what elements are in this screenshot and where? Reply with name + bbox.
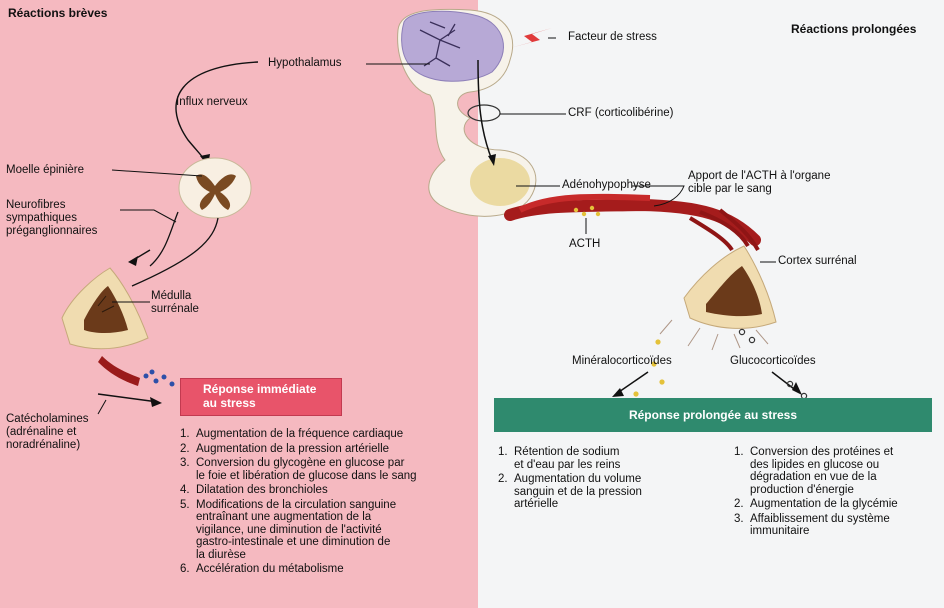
nerve-impulse-path [176,62,258,162]
label-spinal-cord: Moelle épinière [6,164,84,177]
prolonged-response-title: Réponse prolongée au stress [494,398,932,432]
catecholamine-dots [144,370,175,387]
mineralocorticoid-dots [633,339,664,396]
header-long-term: Réactions prolongées [791,22,916,36]
list-item: 2.Augmentation du volume sanguin et de l… [498,473,708,511]
list-item: 5.Modifications de la circulation sangui… [180,499,475,562]
immediate-response-title: Réponse immédiate au stress [181,379,341,410]
header-short-term: Réactions brèves [8,6,107,20]
label-acth: ACTH [569,238,600,251]
hypothalamus-nuclei [402,11,504,81]
medulla-vein [98,356,140,386]
list-item: 3.Affaiblissement du système immunitaire [734,513,940,538]
list-item: 1.Conversion des protéines et des lipide… [734,446,940,496]
label-catecholamines: Catécholamines (adrénaline et noradrénal… [6,413,88,452]
label-adenohypophysis: Adénohypophyse [562,179,651,192]
label-adrenal-medulla: Médulla surrénale [151,290,199,316]
list-item: 2.Augmentation de la pression artérielle [180,443,475,456]
list-item: 6.Accélération du métabolisme [180,563,475,576]
prolonged-response-box: Réponse prolongée au stress [494,398,932,432]
immediate-response-box: Réponse immédiate au stress [180,378,342,416]
list-item: 1.Augmentation de la fréquence cardiaque [180,428,475,441]
label-sympathetic-fibers: Neurofibres sympathiques préganglionnair… [6,199,97,238]
label-crf: CRF (corticolibérine) [568,107,673,120]
list-item: 1.Rétention de sodium et d'eau par les r… [498,446,708,471]
label-glucocorticoids: Glucocorticoïdes [730,355,816,368]
label-adrenal-cortex: Cortex surrénal [778,255,857,268]
adenohypophysis-gland [470,158,530,206]
prolonged-response-list-left: 1.Rétention de sodium et d'eau par les r… [498,446,708,513]
label-stress-factor: Facteur de stress [568,31,657,44]
label-hypothalamus: Hypothalamus [268,57,342,70]
list-item: 3.Conversion du glycogène en glucose par… [180,457,475,482]
label-mineralocorticoids: Minéralocorticoïdes [572,355,672,368]
list-item: 2.Augmentation de la glycémie [734,498,940,511]
immediate-response-list: 1.Augmentation de la fréquence cardiaque… [180,428,475,578]
list-item: 4.Dilatation des bronchioles [180,484,475,497]
stress-lightning-icon [510,28,552,48]
prolonged-response-list-right: 1.Conversion des protéines et des lipide… [734,446,940,540]
label-nerve-impulse: Influx nerveux [176,96,248,109]
portal-vessel [468,105,500,121]
label-acth-transport: Apport de l'ACTH à l'organe cible par le… [688,170,830,196]
